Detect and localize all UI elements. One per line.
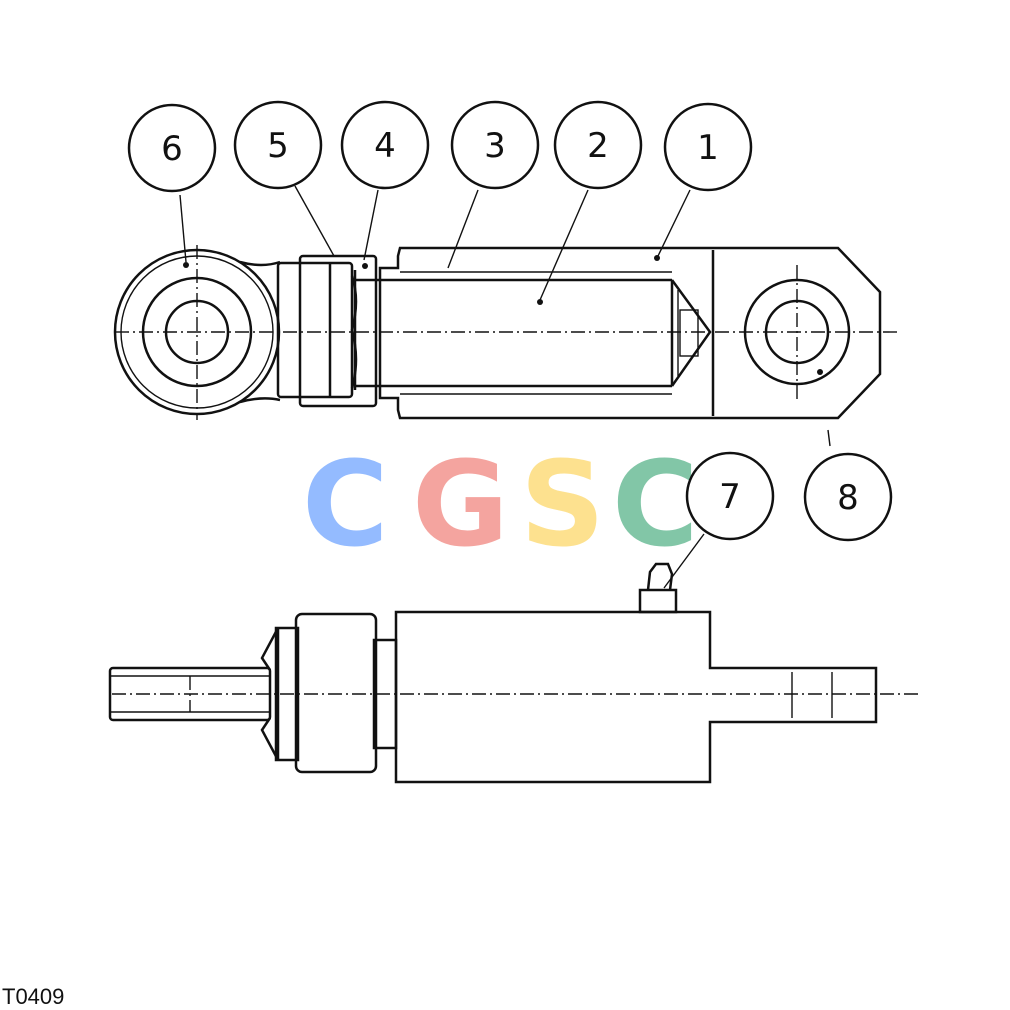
callout-label: 1 (697, 128, 719, 168)
watermark-letter: G (412, 435, 509, 573)
cgsc-watermark: C G S C (302, 435, 699, 573)
top-view (113, 245, 900, 420)
callout-label: 3 (484, 126, 506, 166)
callout-1: 1 (663, 102, 753, 192)
watermark-letter: S (520, 435, 605, 573)
side-gland (260, 612, 398, 774)
callout-label: 4 (374, 126, 396, 166)
callout-label: 7 (719, 477, 741, 517)
side-barrel (394, 610, 878, 784)
callout-3: 3 (450, 100, 540, 190)
cylinder-barrel (378, 246, 882, 420)
side-view (108, 562, 918, 784)
callout-label: 5 (267, 126, 289, 166)
callouts: 6 5 4 3 2 1 7 8 (127, 100, 893, 589)
watermark-letter: C (302, 435, 389, 573)
drawing-id: T0409 (2, 984, 65, 1009)
gland-nut (276, 254, 378, 408)
callout-7: 7 (685, 451, 775, 541)
callout-4: 4 (340, 100, 430, 190)
callout-6: 6 (127, 103, 217, 193)
callout-label: 2 (587, 126, 609, 166)
callout-5: 5 (233, 100, 323, 190)
piston-rod (355, 278, 712, 388)
callout-label: 6 (161, 129, 183, 169)
watermark-letter: C (612, 435, 699, 573)
callout-2: 2 (553, 100, 643, 190)
callout-8: 8 (803, 452, 893, 542)
callout-label: 8 (837, 478, 859, 518)
